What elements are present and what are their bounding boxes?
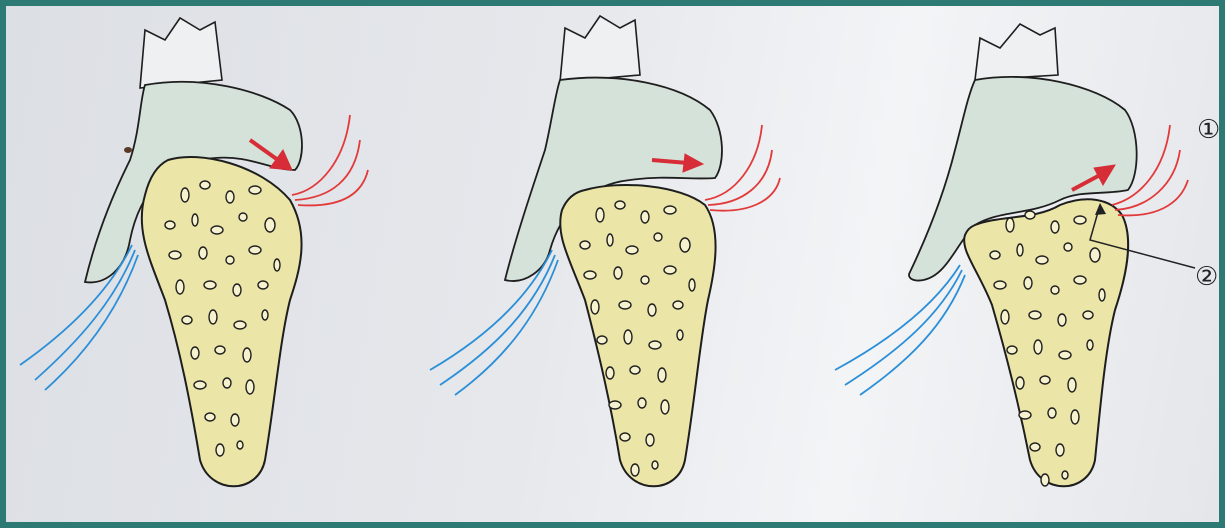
stain-mark: [124, 147, 132, 153]
periodontal-fibers-blue: [835, 265, 965, 395]
crown-shape: [975, 24, 1058, 80]
periodontal-fibers-blue: [430, 250, 558, 395]
callout-label-2: ②: [1195, 262, 1218, 292]
periodontal-fibers-blue: [20, 245, 138, 390]
crown-shape: [560, 16, 640, 82]
crown-shape: [140, 18, 222, 88]
panel-2: [430, 16, 780, 486]
gingival-fibers-red: [292, 115, 368, 205]
alveolar-bone-shape: [560, 185, 715, 486]
panel-3: ① ②: [835, 24, 1220, 486]
callout-label-1: ①: [1197, 115, 1220, 145]
alveolar-bone-shape: [964, 199, 1128, 486]
alveolar-bone-shape: [142, 157, 302, 486]
panel-1: [20, 18, 368, 486]
